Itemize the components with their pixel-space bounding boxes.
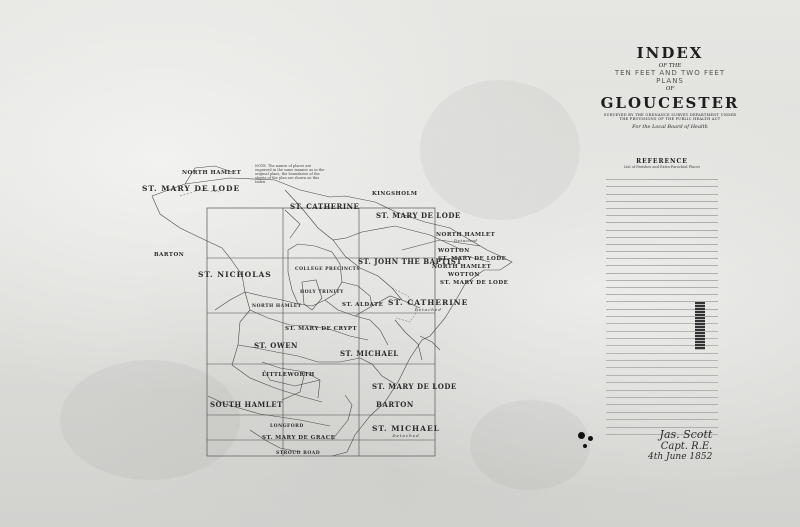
map-label-st-mary-de-grace: ST. MARY DE GRACE xyxy=(262,435,336,441)
reference-row xyxy=(606,295,718,303)
map-label-stroud-road: STROUD ROAD xyxy=(276,451,321,456)
reference-row xyxy=(606,281,718,288)
reference-row xyxy=(606,202,718,209)
ink-blot xyxy=(578,432,585,439)
signature-rank: Capt. R.E. xyxy=(660,441,713,452)
reference-row xyxy=(606,302,718,310)
map-label-st-aldate: ST. ALDATE xyxy=(342,302,384,308)
map-label-littleworth: LITTLEWORTH xyxy=(262,372,315,378)
title-block: INDEX OF THE TEN FEET AND TWO FEET PLANS… xyxy=(600,44,740,130)
reference-row xyxy=(606,420,718,428)
title-of-the: OF THE xyxy=(658,63,682,69)
title-board: For the Local Board of Health xyxy=(632,124,708,130)
reference-row xyxy=(606,180,718,188)
reference-row xyxy=(606,195,718,202)
map-label-st-mary-de-lode: ST. MARY DE LODE xyxy=(142,184,241,193)
reference-row xyxy=(606,405,718,413)
reference-row xyxy=(606,339,718,347)
reference-row xyxy=(606,259,718,267)
reference-row xyxy=(606,252,718,260)
map-label-college-precincts: COLLEGE PRECINCTS xyxy=(295,267,361,272)
map-label-south-hamlet: SOUTH HAMLET xyxy=(210,400,283,409)
reference-row xyxy=(606,223,718,231)
signature-date: 4th June 1852 xyxy=(648,452,713,462)
reference-rows xyxy=(606,173,718,435)
reference-row xyxy=(606,383,718,391)
map-label-north-hamlet: NORTH HAMLET xyxy=(252,304,302,309)
reference-row xyxy=(606,187,718,195)
title-index: INDEX xyxy=(636,44,704,62)
map-label-longford: LONGFORD xyxy=(270,424,304,429)
map-label-st-mary-de-lode: ST. MARY DE LODE xyxy=(376,211,461,220)
reference-row xyxy=(606,231,718,238)
reference-row xyxy=(606,173,718,181)
reference-row xyxy=(606,332,718,339)
title-plans: TEN FEET AND TWO FEET PLANS xyxy=(614,69,726,85)
map-label-st-john-the-baptist: ST. JOHN THE BAPTIST xyxy=(358,257,463,266)
map-label-barton: BARTON xyxy=(376,400,414,409)
map-label-wotton: WOTTON xyxy=(448,272,480,278)
reference-title: REFERENCE xyxy=(636,158,688,165)
map-label-holy-trinity: HOLY TRINITY xyxy=(300,290,344,295)
map-label-wotton: WOTTON xyxy=(438,248,470,254)
title-of: OF xyxy=(665,86,675,92)
map-note: NOTE. The names of places are engraved i… xyxy=(255,164,325,184)
reference-row xyxy=(606,354,718,362)
reference-row xyxy=(606,245,718,253)
map-label-st-mary-de-lode: ST. MARY DE LODE xyxy=(372,382,457,391)
reference-row xyxy=(606,216,718,224)
reference-row xyxy=(606,428,718,435)
reference-row xyxy=(606,346,718,354)
paper-stain xyxy=(470,400,590,490)
reference-subtitle: List of Parishes and Extra-Parochial Pla… xyxy=(623,165,701,169)
paper-stain xyxy=(60,360,240,480)
map-label-st-mary-de-lode: ST. MARY DE LODE xyxy=(438,256,507,262)
map-label-north-hamlet: NORTH HAMLET xyxy=(432,264,492,270)
reference-table: REFERENCE List of Parishes and Extra-Par… xyxy=(606,158,718,435)
map-label-kingsholm: KINGSHOLM xyxy=(372,191,418,197)
map-label-st-nicholas: ST. NICHOLAS xyxy=(198,270,272,279)
map-label-st-michael: ST. MICHAEL xyxy=(340,349,399,358)
reference-row xyxy=(606,266,718,274)
reference-row xyxy=(606,310,718,317)
map-label-barton: BARTON xyxy=(154,252,185,258)
map-label-north-hamlet: NORTH HAMLET xyxy=(182,170,242,176)
map-label-st-mary-de-lode: ST. MARY DE LODE xyxy=(440,280,509,286)
map-label-st-catherine: ST. CATHERINE xyxy=(290,202,360,211)
reference-row xyxy=(606,324,718,332)
title-description: SURVEYED BY THE ORDNANCE SURVEY DEPARTME… xyxy=(603,113,737,121)
reference-row xyxy=(606,391,718,399)
reference-row xyxy=(606,413,718,421)
ink-blot xyxy=(588,436,593,441)
reference-row xyxy=(606,376,718,384)
reference-row xyxy=(606,398,718,406)
reference-row xyxy=(606,274,718,281)
reference-hatching xyxy=(695,302,705,350)
reference-row xyxy=(606,361,718,369)
reference-row xyxy=(606,288,718,296)
reference-row xyxy=(606,317,718,325)
signature-name: Jas. Scott xyxy=(659,428,713,441)
map-label-st-owen: ST. OWEN xyxy=(254,341,298,350)
reference-row xyxy=(606,368,718,376)
signature: Jas. Scott Capt. R.E. 4th June 1852 xyxy=(648,428,712,462)
reference-row xyxy=(606,209,718,217)
title-city: GLOUCESTER xyxy=(600,94,740,112)
paper-stain xyxy=(420,80,580,220)
reference-row xyxy=(606,238,718,245)
ink-blot xyxy=(583,444,587,448)
map-label-st-mary-de-crypt: ST. MARY DE CRYPT xyxy=(285,326,358,332)
